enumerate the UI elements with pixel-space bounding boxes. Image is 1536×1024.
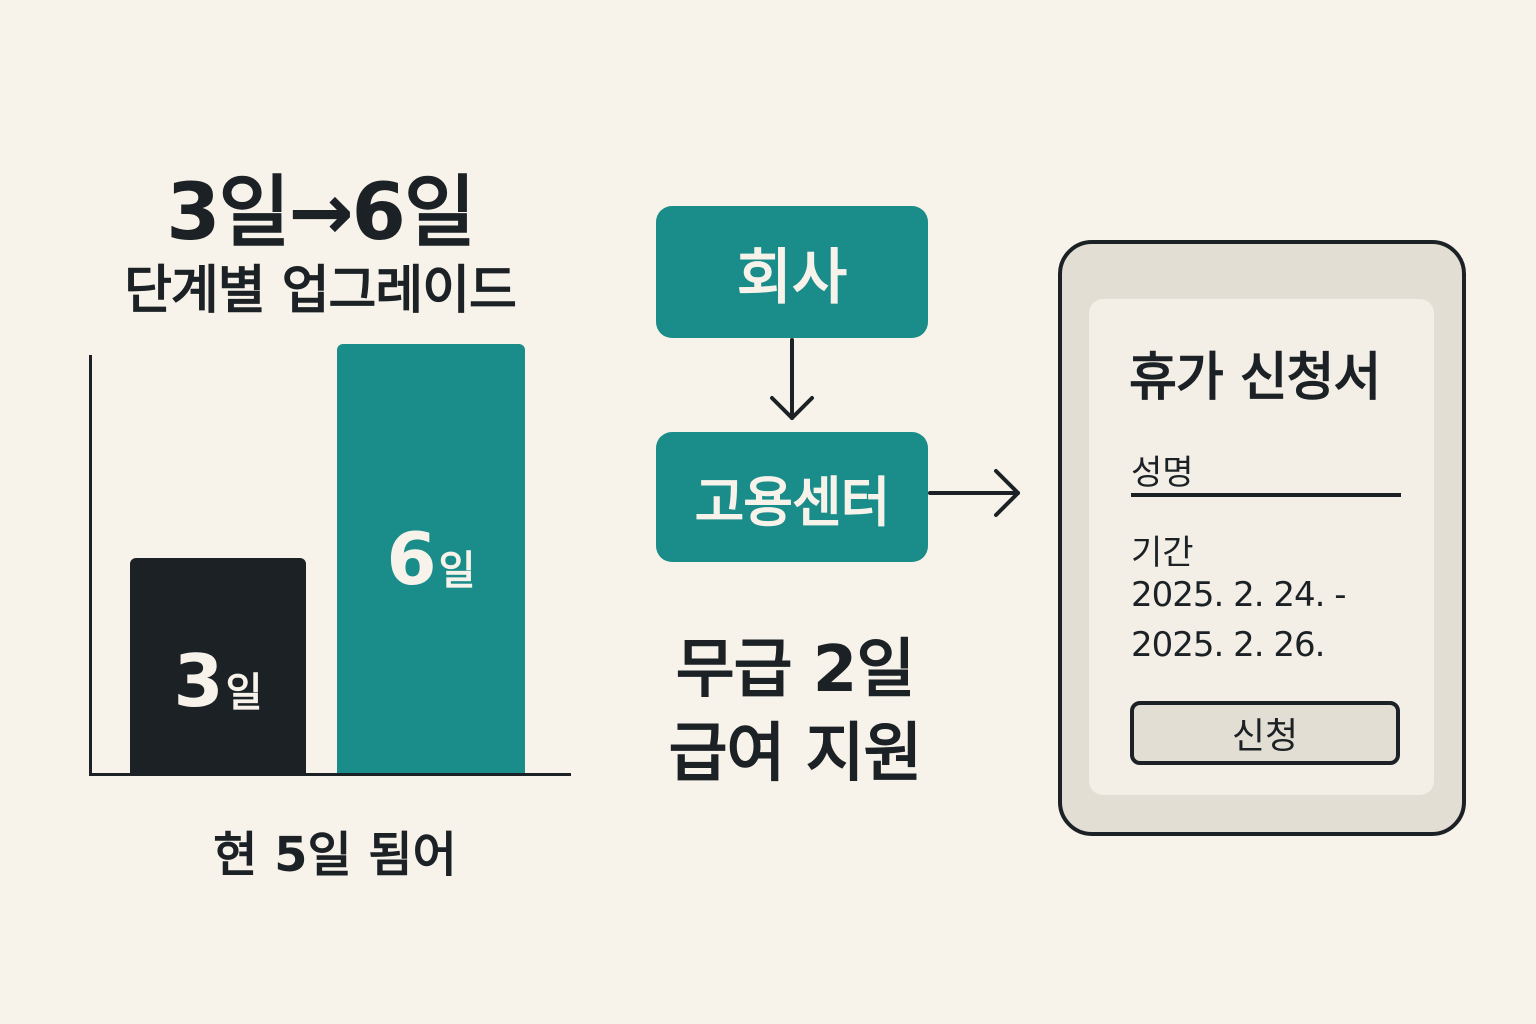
bar-label: 3일: [174, 639, 263, 723]
tablet-device: 휴가 신청서 성명 기간 2025. 2. 24. - 2025. 2. 26.…: [1058, 240, 1466, 836]
headline-subtitle: 단계별 업그레이드: [124, 261, 517, 321]
bar-label-number: 6: [386, 516, 437, 601]
company-box: 회사: [656, 206, 928, 338]
chart-x-axis: [89, 773, 571, 776]
bar-label: 6일: [387, 517, 476, 601]
employment-center-box: 고용센터: [656, 432, 928, 562]
bar-1: 3일: [130, 558, 306, 773]
bar-label-number: 3: [173, 638, 224, 723]
submit-button[interactable]: 신청: [1130, 701, 1400, 765]
bar-label-unit: 일: [225, 669, 263, 716]
period-end: 2025. 2. 26.: [1131, 625, 1325, 665]
period-label: 기간: [1131, 533, 1194, 573]
chart-caption: 현 5일 됨어: [213, 827, 457, 883]
bar-2: 6일: [337, 344, 525, 773]
arrow-right-icon: [928, 469, 1020, 517]
leave-form: 휴가 신청서 성명 기간 2025. 2. 24. - 2025. 2. 26.…: [1089, 299, 1434, 795]
name-label: 성명: [1131, 453, 1194, 493]
bar-label-unit: 일: [438, 547, 476, 594]
support-text-line1: 무급 2일: [675, 633, 915, 707]
arrow-down-icon: [770, 338, 814, 420]
period-start: 2025. 2. 24. -: [1131, 575, 1347, 615]
form-title: 휴가 신청서: [1129, 348, 1381, 408]
support-text-line2: 급여 지원: [668, 717, 923, 791]
chart-y-axis: [89, 355, 92, 776]
name-field[interactable]: [1131, 493, 1401, 497]
headline-title: 3일→6일: [166, 168, 475, 258]
